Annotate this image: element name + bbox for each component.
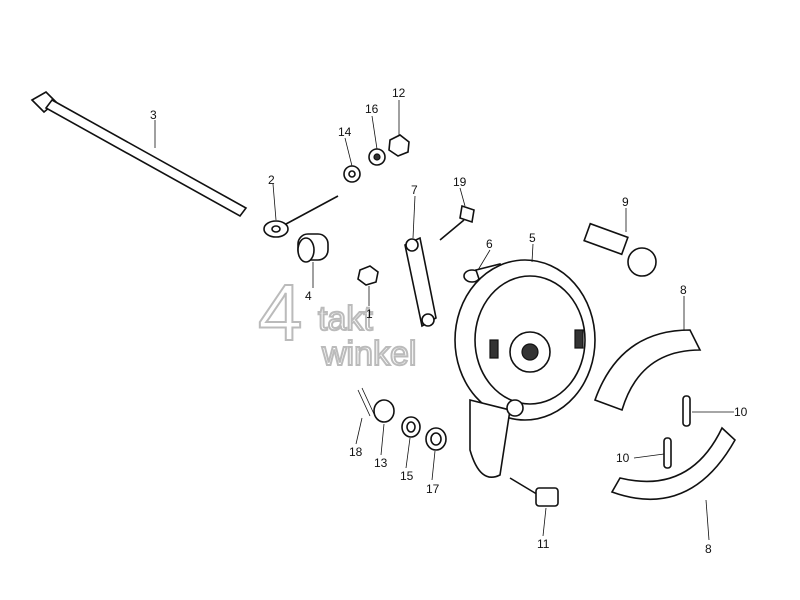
part-bushing-13 <box>373 399 395 423</box>
part-nut-12 <box>388 134 410 157</box>
callout-4: 4 <box>305 289 312 303</box>
svg-text:winkel: winkel <box>321 335 416 373</box>
part-bolt-11 <box>509 477 559 507</box>
part-nut-1 <box>357 265 379 286</box>
callout-11: 11 <box>537 537 550 551</box>
part-adjuster-bolt <box>263 195 339 238</box>
part-spring-lower <box>663 437 672 469</box>
leader-lines <box>154 100 734 541</box>
callout-1: 1 <box>366 307 373 321</box>
callout-9: 9 <box>622 195 629 209</box>
callout-5: 5 <box>529 231 536 245</box>
callout-17: 17 <box>426 482 440 496</box>
callout-18: 18 <box>349 445 363 459</box>
callout-10-right: 10 <box>734 405 748 419</box>
part-brake-panel <box>454 259 596 478</box>
callout-10-left: 10 <box>616 451 630 465</box>
callout-6: 6 <box>486 237 493 251</box>
callout-15: 15 <box>400 469 414 483</box>
part-collar <box>297 233 329 263</box>
callout-3: 3 <box>150 108 157 122</box>
watermark-logo: 4 takt winkel <box>257 267 417 374</box>
part-brake-shoe-lower <box>610 426 737 500</box>
part-axle <box>30 91 248 218</box>
callout-13: 13 <box>374 456 388 470</box>
svg-text:4: 4 <box>258 268 303 357</box>
part-brake-shoe-upper <box>593 329 702 412</box>
callout-14: 14 <box>338 125 352 139</box>
part-brake-arm <box>404 236 437 328</box>
svg-text:takt: takt <box>318 300 373 338</box>
part-spring-upper <box>682 395 691 427</box>
part-cotter-pin <box>357 387 375 417</box>
callout-19: 19 <box>453 175 467 189</box>
part-bolt-19 <box>439 204 475 241</box>
callout-7: 7 <box>411 183 418 197</box>
callout-12: 12 <box>392 86 406 100</box>
callout-2: 2 <box>268 173 275 187</box>
callout-8-upper: 8 <box>680 283 687 297</box>
callout-8-lower: 8 <box>705 542 712 556</box>
callout-16: 16 <box>365 102 379 116</box>
part-brake-cam <box>583 222 657 277</box>
